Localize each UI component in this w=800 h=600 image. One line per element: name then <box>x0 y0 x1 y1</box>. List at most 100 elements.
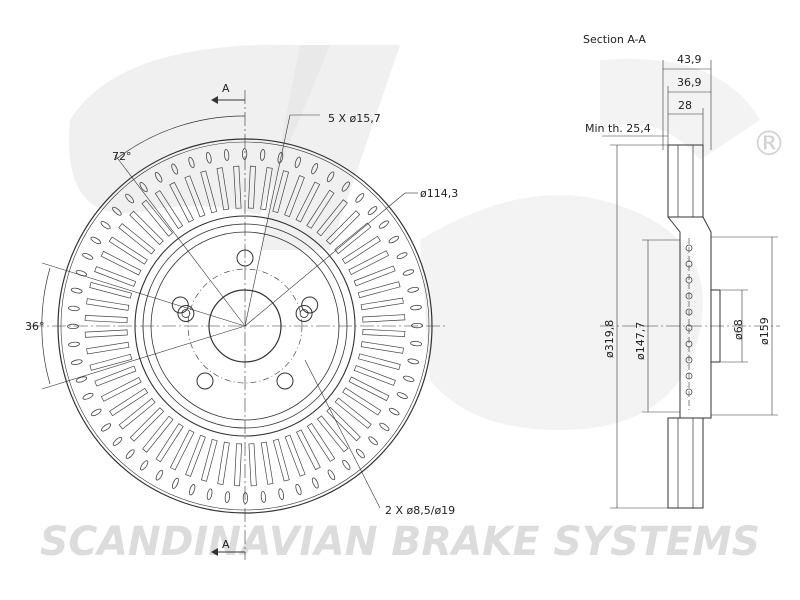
drill-slot <box>342 459 351 470</box>
section-hole <box>685 372 693 380</box>
angle-ref-line <box>114 154 246 327</box>
drill-slot <box>82 252 94 260</box>
drill-slot <box>407 358 420 365</box>
section-arrow-top <box>211 96 218 104</box>
vent-slot <box>154 190 184 230</box>
vent-slot <box>348 376 390 402</box>
vent-slot <box>200 170 218 214</box>
vent-slot <box>325 210 361 245</box>
drill-slot <box>403 375 415 382</box>
disc-front-view <box>30 90 445 560</box>
drill-slot <box>367 206 378 216</box>
drill-slot <box>171 163 179 175</box>
vent-slot <box>169 429 195 471</box>
vent-slot <box>169 181 194 223</box>
drill-slot <box>379 422 390 431</box>
drill-slot <box>75 270 87 277</box>
section-hole <box>685 356 693 364</box>
vent-slot <box>84 315 128 324</box>
vent-slot <box>217 441 230 485</box>
vent-slot <box>118 397 156 430</box>
dim-min-thickness: Min th. 25,4 <box>585 122 651 135</box>
vent-slot <box>306 422 336 462</box>
vent-slot <box>296 429 321 471</box>
vent-slot <box>362 328 406 337</box>
drill-slot <box>70 287 83 294</box>
drill-slot <box>407 286 419 293</box>
drill-slot <box>112 436 123 446</box>
vent-slot <box>247 165 256 209</box>
vent-slot <box>142 415 174 453</box>
vent-slot <box>89 353 133 371</box>
drill-slot <box>68 341 80 348</box>
bolt-hole <box>276 372 294 390</box>
drill-slot <box>140 460 149 471</box>
vent-slot <box>260 167 273 211</box>
drill-slot <box>341 181 350 192</box>
pcd-leader-line <box>244 192 406 327</box>
dim-outer-diameter: ø319,8 <box>603 320 616 358</box>
fixing-hole <box>295 305 313 322</box>
registered-mark: ® <box>752 124 786 164</box>
angle-72-label: 72° <box>112 150 132 163</box>
drill-slot <box>75 376 88 383</box>
drill-slot <box>295 483 302 496</box>
drill-slot <box>388 407 400 416</box>
section-marker-bottom: A <box>222 538 230 551</box>
vent-slot <box>326 406 361 442</box>
drill-slot <box>112 206 122 216</box>
drill-slot <box>411 322 423 329</box>
drill-slot <box>311 163 319 175</box>
section-title: Section A-A <box>583 33 646 46</box>
drill-slot <box>125 193 135 204</box>
drill-slot <box>260 491 267 503</box>
vent-slot <box>272 170 290 214</box>
drill-slot <box>154 171 163 183</box>
drill-slot <box>139 182 148 193</box>
section-hole <box>685 388 693 396</box>
vent-slot <box>316 415 349 453</box>
vent-slot <box>84 329 128 338</box>
drill-slot <box>311 477 319 489</box>
drill-slot <box>326 171 335 183</box>
section-hole <box>685 260 693 268</box>
brand-watermark-text: SCANDINAVIAN BRAKE SYSTEMS <box>40 519 760 565</box>
dim-hat-height: 36,9 <box>677 76 702 89</box>
fixing-hole <box>177 305 195 322</box>
drill-slot <box>378 220 389 229</box>
drill-slot <box>90 236 102 245</box>
vent-slot <box>348 250 390 275</box>
vent-slot <box>100 377 142 402</box>
vent-slot <box>284 175 305 218</box>
bolt-leader-line <box>244 114 291 327</box>
cooling-vents <box>84 165 406 487</box>
drill-slot <box>402 269 415 276</box>
vent-slot <box>233 165 242 209</box>
vent-slot <box>342 387 382 416</box>
vent-slot <box>100 250 142 276</box>
drill-slot <box>396 252 408 260</box>
vent-slot <box>360 297 404 311</box>
fixing-leader-line <box>304 359 381 509</box>
drill-slot <box>206 488 213 501</box>
angle-ref-line <box>41 325 246 390</box>
vent-slot <box>316 199 348 237</box>
vent-slot <box>341 235 381 265</box>
vent-slot <box>284 434 306 477</box>
cross-drill-holes <box>67 148 423 504</box>
vent-slot <box>184 175 206 218</box>
section-hole <box>685 308 693 316</box>
section-arrow-bottom <box>211 548 218 556</box>
bolt-hole <box>196 372 214 390</box>
fixing-holes <box>177 305 313 322</box>
drill-slot <box>278 488 285 500</box>
vent-slot <box>357 281 401 299</box>
vent-slot <box>234 443 243 487</box>
vent-slot <box>248 443 257 487</box>
angle-arc-36 <box>41 267 51 385</box>
section-hole <box>685 340 693 348</box>
drill-slot <box>67 323 79 330</box>
vent-slot <box>200 438 218 482</box>
pcd-label: ø114,3 <box>420 187 458 200</box>
